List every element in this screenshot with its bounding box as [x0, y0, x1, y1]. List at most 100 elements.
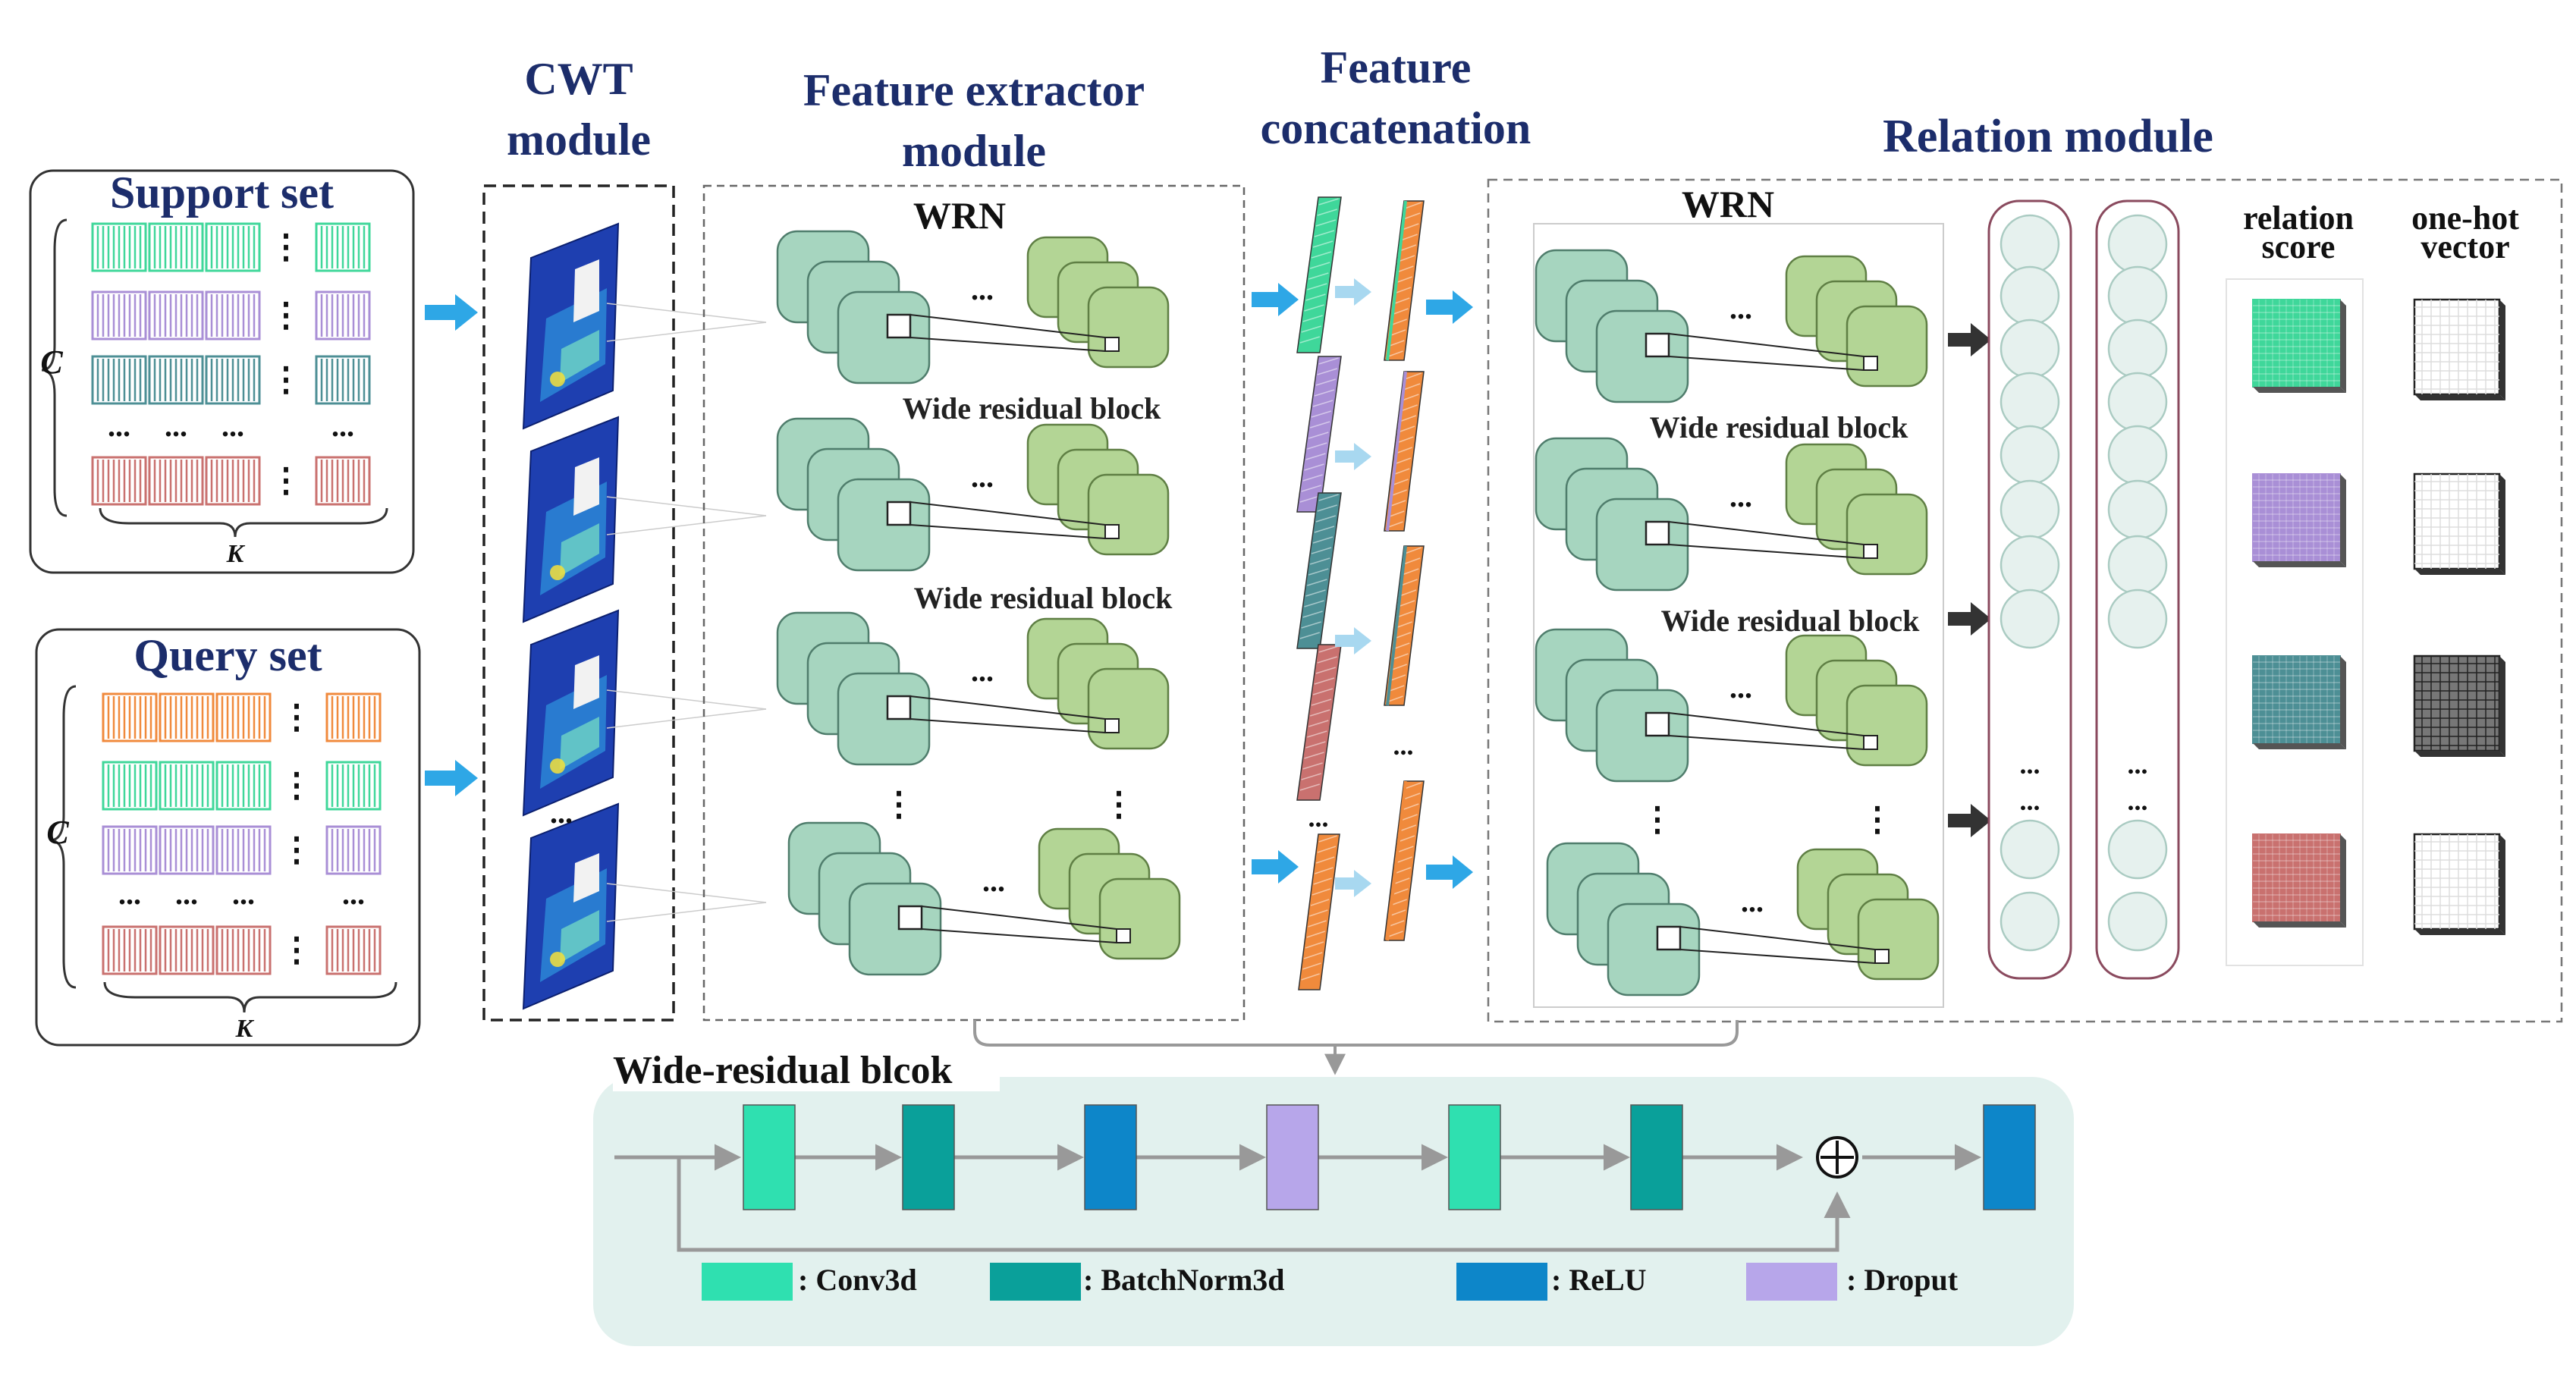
skip-connection: [677, 1157, 1851, 1252]
fc-neuron: [2000, 589, 2060, 649]
support-sample: [315, 456, 371, 506]
feature-concatenation: ......: [1252, 196, 1473, 990]
concat-arrow: [1335, 278, 1371, 306]
fc-neuron: [2107, 372, 2168, 432]
query-sample: [159, 925, 215, 975]
cwt-title-line2: module: [506, 115, 652, 165]
concat-arrow: [1335, 443, 1371, 470]
support-sample: [205, 456, 261, 506]
fc-dots: ...: [2020, 786, 2040, 816]
query-sample: [159, 825, 215, 875]
rel-dots-right: ⋮: [1861, 801, 1894, 838]
query-sample: [159, 761, 215, 811]
fc-dots: ...: [2020, 749, 2040, 780]
legend-dropout-label: : Droput: [1846, 1263, 1959, 1297]
legend-swatch: [1746, 1263, 1837, 1301]
wrn-dots: ...: [971, 460, 994, 494]
support-sample: [148, 456, 204, 506]
concat-feature-left: [1296, 196, 1342, 353]
rel-wrn-block: ...: [1535, 437, 1928, 592]
query-sample: [325, 692, 382, 742]
fc-neuron: [2000, 214, 2060, 275]
fe-dots-right: ⋮: [1102, 786, 1136, 823]
legend-swatch: [990, 1263, 1081, 1301]
concat-arrow: [1335, 627, 1371, 654]
wrn-dots: ...: [971, 654, 994, 688]
query-dots-row: ...: [118, 877, 141, 911]
rel-wide-block-label-1: Wide residual block: [1649, 410, 1908, 444]
fc-neuron: [2107, 265, 2168, 326]
relation-module-title: Relation module: [1883, 111, 2213, 162]
layer-block: [743, 1104, 796, 1210]
rel-wrn-block: ...: [1546, 842, 1940, 997]
relation-score-cube: [2252, 655, 2346, 749]
query-sample: [102, 761, 158, 811]
wrn-dots: ...: [1741, 884, 1764, 918]
support-sample: [205, 222, 261, 272]
support-sample: [315, 222, 371, 272]
cwt-title-line1: CWT: [524, 54, 633, 104]
support-sample: [91, 456, 147, 506]
support-c-label: C: [40, 344, 63, 381]
relation-module: .........⋮⋮... ............: [1487, 178, 2563, 1023]
relation-score-label-line1: relation: [2243, 199, 2354, 237]
add-operator-icon: [1816, 1136, 1858, 1179]
rel-wide-block-label-2: Wide residual block: [1660, 604, 1920, 638]
fc-neuron: [2107, 214, 2168, 275]
query-dots-row: ...: [175, 877, 198, 911]
cwt-image: [522, 802, 767, 1010]
support-dots-col: ⋮: [269, 361, 303, 398]
wide-residual-block-panel: [593, 1049, 2074, 1346]
fc-neuron: [2107, 535, 2168, 595]
concat-title-line2: concatenation: [1260, 103, 1531, 153]
wrn-dots: ...: [1729, 291, 1752, 325]
fc-neuron: [2107, 589, 2168, 649]
rel-wrn-label: WRN: [1681, 183, 1775, 225]
concat-feature-left: [1298, 833, 1340, 990]
query-sample: [102, 692, 158, 742]
query-sample: [159, 692, 215, 742]
cwt-module: ...: [482, 184, 767, 1022]
cwt-dots: ...: [550, 796, 573, 830]
fc-neuron: [2000, 891, 2060, 952]
concat-dots-right: ...: [1393, 730, 1414, 761]
query-sample: [215, 692, 272, 742]
onehot-vector: [2413, 472, 2505, 575]
support-dots-row: ...: [108, 409, 130, 443]
legend-relu-label: : ReLU: [1551, 1263, 1647, 1297]
feature-extractor-module: .........⋮⋮...: [702, 184, 1246, 1022]
support-sample: [315, 290, 371, 341]
fe-wrn-block: ...: [776, 230, 1170, 385]
connector-to-block: [973, 1020, 1739, 1075]
feature-extractor-title-line2: module: [901, 126, 1047, 176]
fc-neuron: [2107, 319, 2168, 379]
support-sample: [148, 222, 204, 272]
query-set-title: Query set: [134, 630, 322, 680]
concat-arrow-blue: [1252, 283, 1299, 316]
support-dots-row: ...: [221, 409, 244, 443]
concat-feature-left: [1296, 644, 1342, 801]
legend-conv-label: : Conv3d: [798, 1263, 917, 1297]
cwt-image: [522, 222, 767, 430]
support-sample: [91, 290, 147, 341]
onehot-vector: [2413, 654, 2505, 757]
layer-block: [902, 1104, 955, 1210]
support-k-label: K: [226, 540, 244, 568]
relation-score-cube: [2252, 299, 2346, 393]
query-set-panel: ⋮⋮⋮............⋮: [35, 628, 421, 1047]
fc-neuron: [2107, 479, 2168, 540]
feature-extractor-title-line1: Feature extractor: [803, 65, 1145, 115]
support-dots-row: ...: [331, 409, 354, 443]
query-dots-row: ...: [232, 877, 255, 911]
query-dots-col: ⋮: [280, 767, 313, 804]
support-set-title: Support set: [109, 168, 335, 218]
query-dots-col: ⋮: [280, 698, 313, 736]
query-sample: [102, 825, 158, 875]
fc-layer-column: ......: [2095, 199, 2180, 980]
fc-neuron: [2000, 535, 2060, 595]
query-dots-col: ⋮: [280, 831, 313, 868]
support-dots-row: ...: [165, 409, 187, 443]
fc-neuron: [2000, 265, 2060, 326]
query-sample: [325, 761, 382, 811]
